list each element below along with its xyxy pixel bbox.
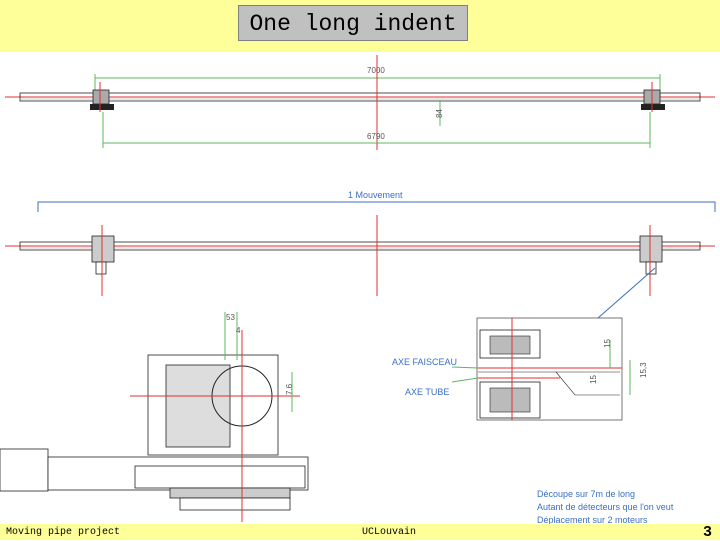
dim-a: 53	[226, 313, 235, 322]
pipe-assembly-top: 7000 84 6790	[5, 55, 715, 150]
dim-inner-length: 6790	[367, 132, 385, 141]
detail-view: 15 15 15,3 AXE FAISCEAU AXE TUBE	[392, 317, 648, 421]
note-3: Déplacement sur 2 moteurs	[537, 515, 648, 525]
slide-title: One long indent	[238, 5, 468, 41]
pipe-assembly-middle: 1 Mouvement	[5, 190, 716, 319]
movement-label: 1 Mouvement	[348, 190, 403, 200]
footer-project: Moving pipe project	[6, 527, 121, 538]
page-number: 3	[702, 524, 712, 541]
footer-band	[0, 524, 720, 540]
dim-c: 7.6	[285, 383, 294, 395]
dim-b: 4	[236, 326, 241, 335]
dim-overall-length: 7000	[367, 66, 385, 75]
label-tube-axis: AXE TUBE	[405, 387, 449, 397]
note-1: Découpe sur 7m de long	[537, 489, 635, 499]
dim-d: 15	[603, 339, 612, 348]
design-notes: Découpe sur 7m de long Autant de détecte…	[537, 489, 674, 525]
footer-institution: UCLouvain	[362, 527, 417, 538]
note-2: Autant de détecteurs que l'on veut	[537, 502, 674, 512]
dim-f: 15,3	[639, 362, 648, 378]
section-view: 53 4 7.6	[0, 312, 309, 522]
label-beam-axis: AXE FAISCEAU	[392, 357, 457, 367]
dim-e: 15	[589, 375, 598, 384]
dim-height: 84	[435, 109, 444, 118]
